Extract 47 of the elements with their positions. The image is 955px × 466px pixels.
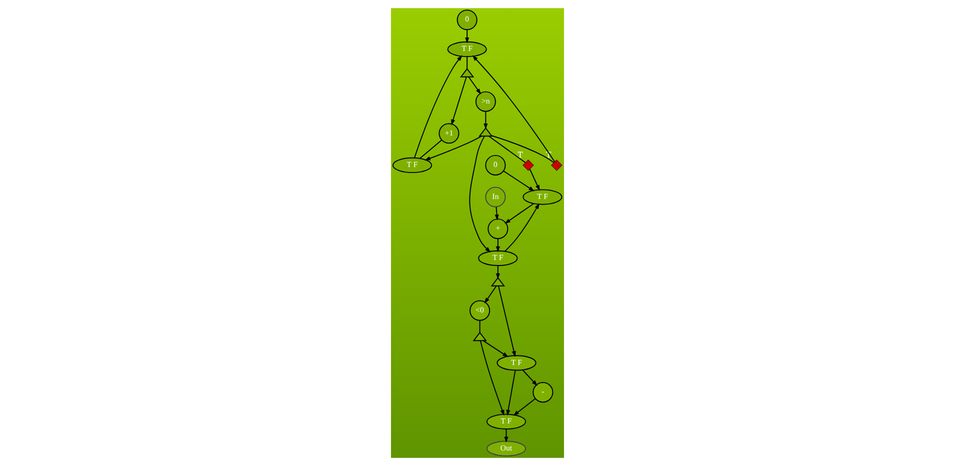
arrow xyxy=(496,238,500,252)
connector xyxy=(491,135,554,164)
arrow xyxy=(494,206,499,220)
connector xyxy=(488,136,526,164)
node-ellipse: T F xyxy=(486,414,526,430)
node-circle: >n xyxy=(475,91,496,112)
arrow xyxy=(480,340,504,416)
arrow xyxy=(468,76,482,95)
arrow xyxy=(513,398,536,416)
node-ellipse: T F xyxy=(522,189,562,205)
node-ellipse: T F xyxy=(447,41,487,58)
connector xyxy=(479,320,480,334)
arrow xyxy=(472,55,556,162)
node-ellipse: T F xyxy=(478,250,518,266)
arrow xyxy=(529,168,540,191)
arrow xyxy=(414,55,462,158)
node-ellipse: T F xyxy=(496,355,536,371)
node-circle: 0 xyxy=(456,10,478,30)
node-circle: 0 xyxy=(485,154,506,176)
node-circle: In xyxy=(485,186,506,208)
node-circle: <0 xyxy=(470,300,490,321)
arrow xyxy=(506,370,516,416)
arrow xyxy=(465,29,470,44)
connector xyxy=(466,56,468,70)
node-triangle xyxy=(478,127,493,137)
arrow xyxy=(469,136,491,253)
node-triangle xyxy=(460,68,474,78)
arrow xyxy=(504,203,534,224)
node-circle: + xyxy=(488,218,508,240)
arrow xyxy=(504,203,540,252)
arrow xyxy=(484,285,497,304)
arrow xyxy=(498,285,516,357)
node-diamond xyxy=(551,160,562,171)
arrow xyxy=(451,76,467,126)
arrow xyxy=(496,265,500,280)
arrow xyxy=(522,370,538,386)
arrow xyxy=(484,111,488,130)
node-triangle xyxy=(472,332,487,342)
node-diamond xyxy=(522,160,534,171)
arrow xyxy=(502,170,535,192)
arrow xyxy=(424,136,482,160)
node-triangle xyxy=(490,276,506,286)
node-circle: - xyxy=(532,382,554,403)
node-ellipse: Out xyxy=(486,440,526,456)
node-circle: +1 xyxy=(438,123,460,144)
connector xyxy=(419,140,442,159)
arrow xyxy=(482,340,509,358)
